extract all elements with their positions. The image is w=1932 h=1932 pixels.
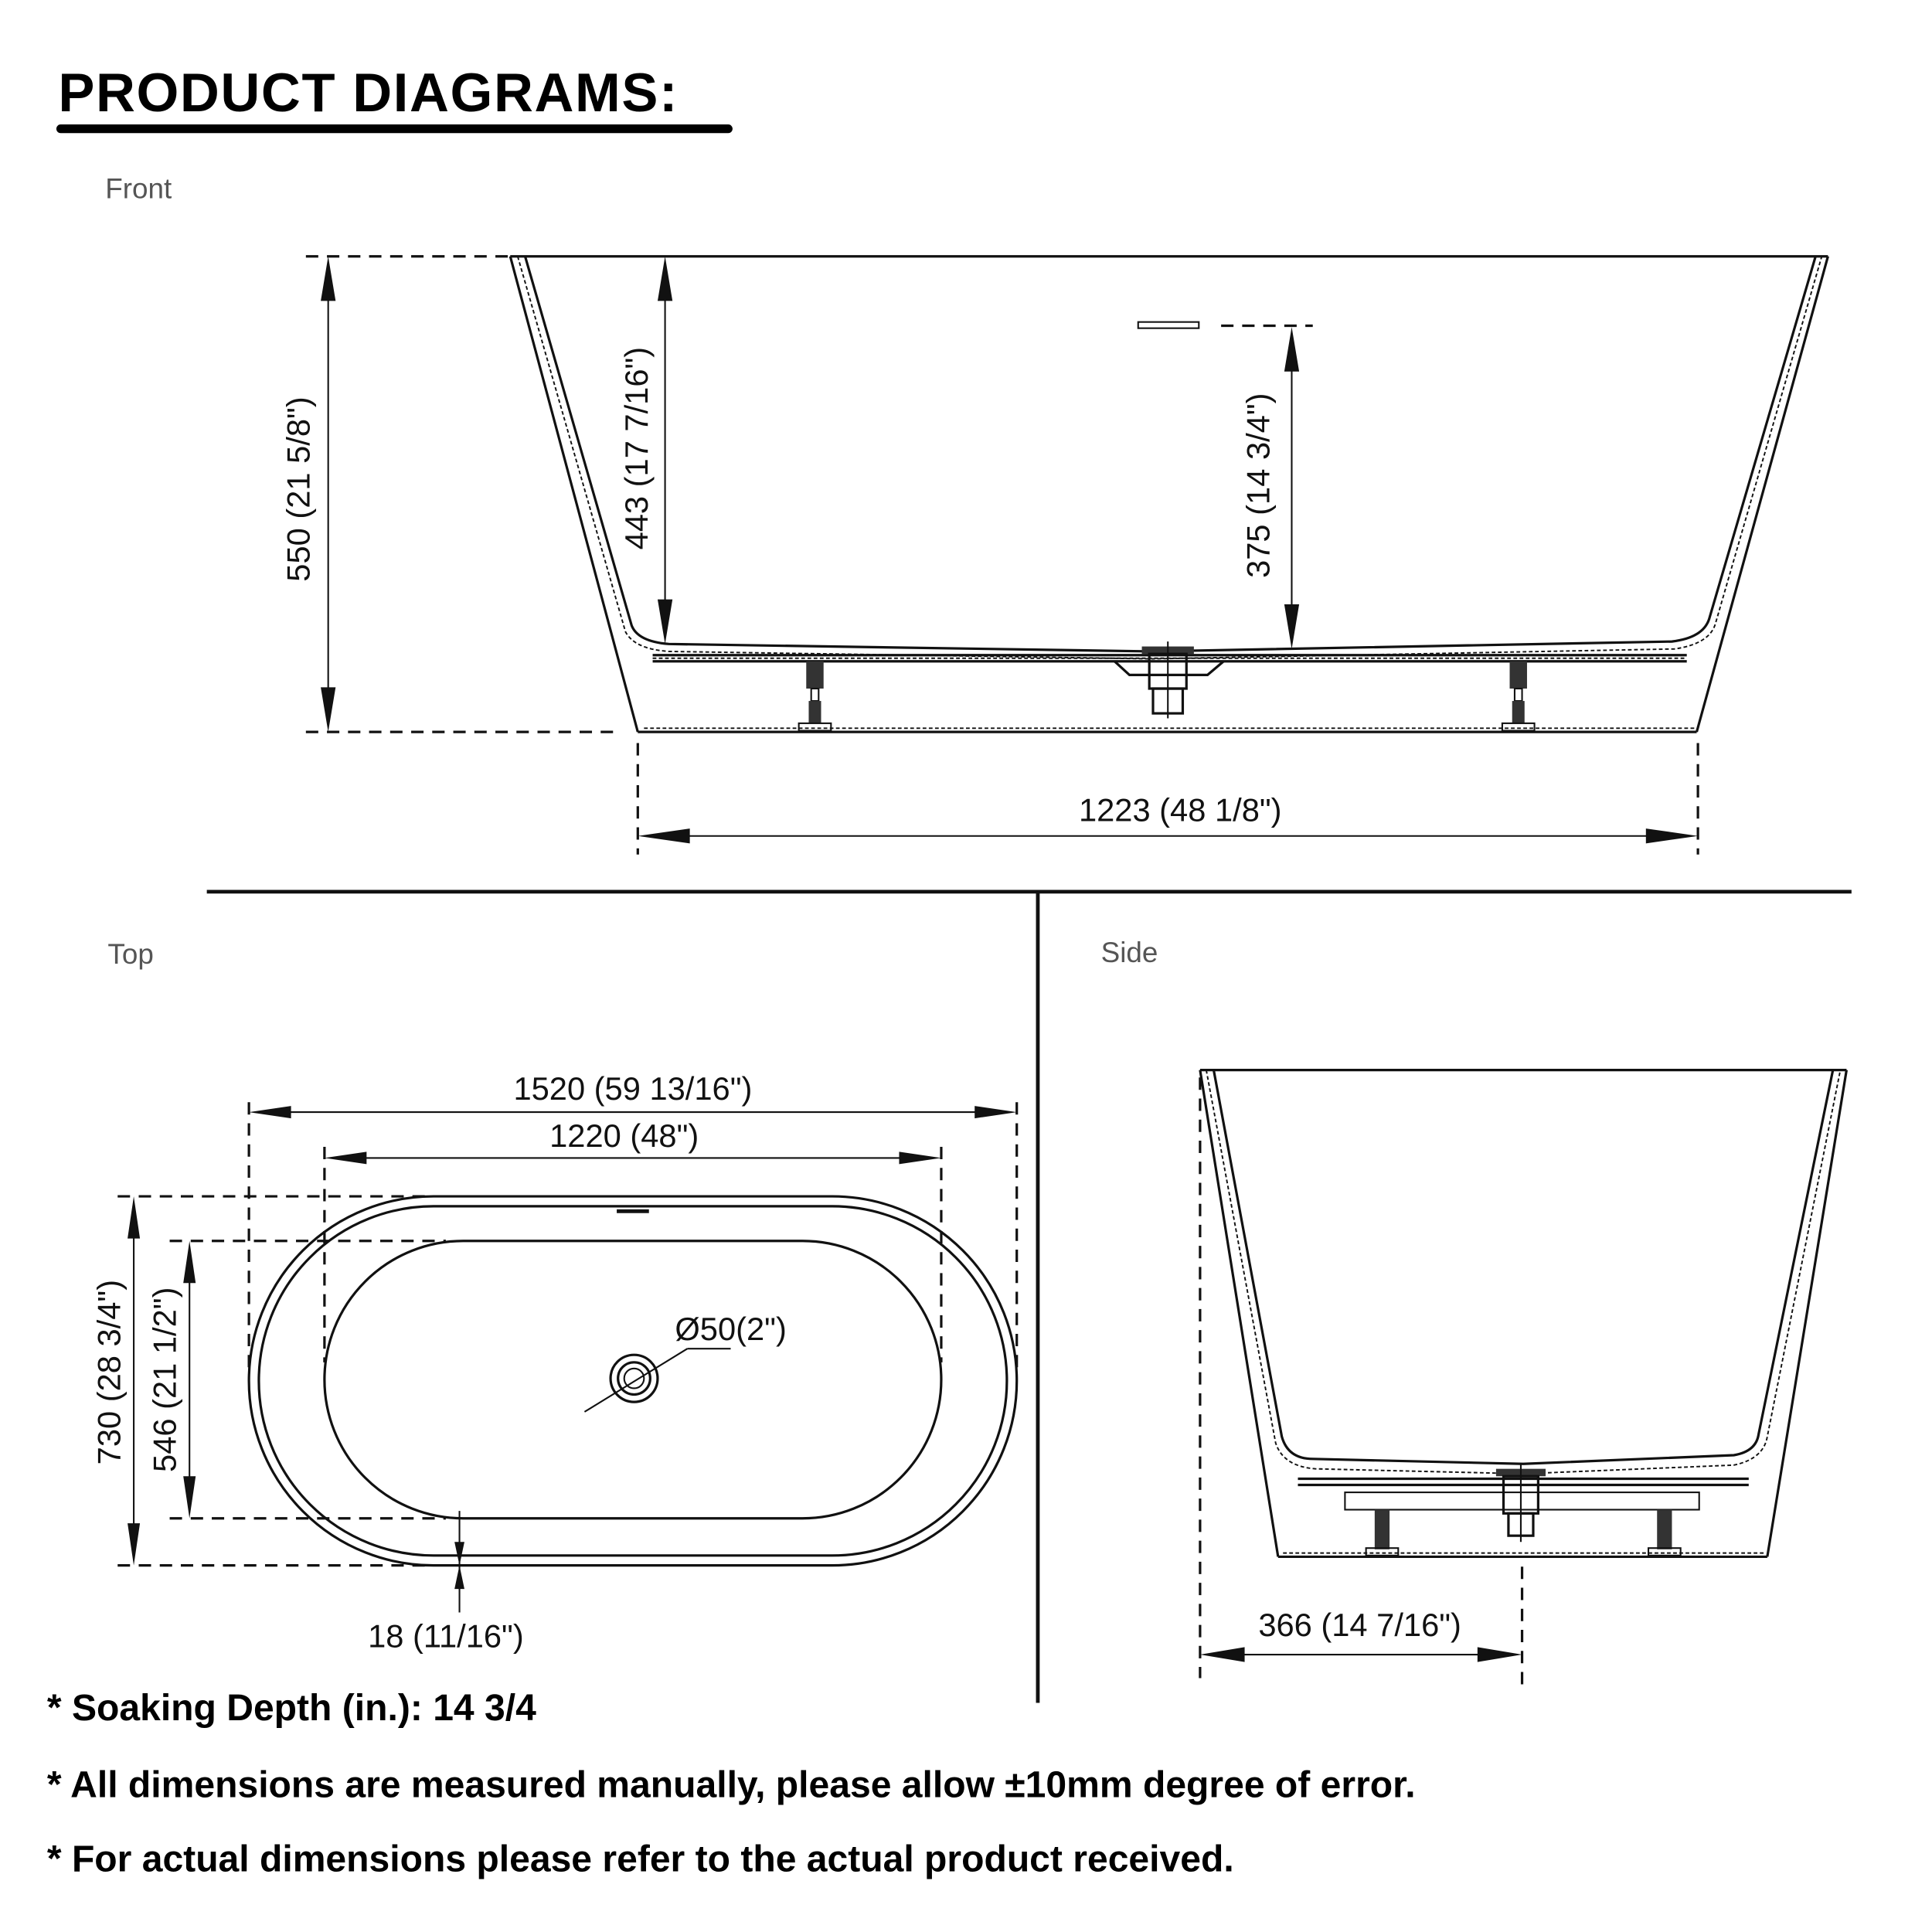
front-water-depth-dimension: 375 (14 3/4"): [1240, 327, 1300, 649]
front-view: Front: [105, 172, 1829, 855]
side-support-leg-right: [1647, 1509, 1682, 1556]
front-drain-assembly-icon: [1114, 641, 1225, 719]
water-depth-label: 375 (14 3/4"): [1240, 393, 1277, 577]
drain-offset-label: 366 (14 7/16"): [1258, 1607, 1461, 1643]
side-view: Side: [1101, 937, 1849, 1685]
interior-length-label: 1220 (48"): [549, 1117, 699, 1154]
side-drain-assembly-icon: [1495, 1464, 1546, 1543]
front-base-length-dimension: 1223 (48 1/8"): [636, 743, 1699, 855]
rim-thickness-label: 18 (11/16"): [368, 1617, 524, 1654]
front-view-label: Front: [105, 172, 172, 204]
overall-width-label: 730 (28 3/4"): [90, 1280, 127, 1464]
top-drain-icon: Ø50(2"): [583, 1311, 787, 1413]
top-view: Top Ø50(2") 1520 (59 13/16"): [90, 938, 1019, 1654]
note-measurement-tolerance: * All dimensions are measured manually, …: [47, 1764, 1416, 1805]
front-support-leg-left: [798, 661, 832, 732]
top-rim-inner-edge: [257, 1205, 1009, 1557]
front-overall-height-dimension: 550 (21 5/8"): [281, 255, 614, 733]
note-actual-product: * For actual dimensions please refer to …: [47, 1838, 1234, 1879]
page-title: PRODUCT DIAGRAMS:: [58, 62, 679, 123]
notes: * Soaking Depth (in.): 14 3/4 * All dime…: [47, 1687, 1416, 1880]
top-view-label: Top: [107, 938, 153, 970]
top-overall-width-dimension: 730 (28 3/4"): [90, 1195, 427, 1567]
base-length-label: 1223 (48 1/8"): [1079, 792, 1282, 828]
note-soaking-depth: * Soaking Depth (in.): 14 3/4: [47, 1687, 536, 1729]
top-outer-rim: [247, 1195, 1019, 1567]
top-overall-length-dimension: 1520 (59 13/16"): [247, 1070, 1019, 1375]
interior-width-label: 546 (21 1/2"): [147, 1287, 183, 1472]
top-interior-length-dimension: 1220 (48"): [323, 1117, 943, 1362]
side-view-label: Side: [1101, 937, 1158, 968]
overall-length-label: 1520 (59 13/16"): [513, 1070, 752, 1107]
interior-depth-label: 443 (17 7/16"): [618, 347, 655, 550]
side-support-leg-left: [1365, 1509, 1400, 1556]
overall-height-label: 550 (21 5/8"): [281, 396, 317, 581]
side-tub-outline: [1199, 1069, 1849, 1559]
top-interior-width-dimension: 546 (21 1/2"): [147, 1240, 446, 1520]
drain-diameter-label: Ø50(2"): [675, 1311, 786, 1347]
header: PRODUCT DIAGRAMS:: [56, 62, 733, 134]
top-inner-basin: [323, 1240, 943, 1520]
front-interior-depth-dimension: 443 (17 7/16"): [618, 256, 673, 645]
side-drain-offset-dimension: 366 (14 7/16"): [1199, 1077, 1524, 1685]
front-overflow-marker: [1137, 321, 1313, 329]
top-rim-thickness-dimension: 18 (11/16"): [368, 1511, 524, 1654]
front-support-leg-right: [1501, 661, 1536, 732]
